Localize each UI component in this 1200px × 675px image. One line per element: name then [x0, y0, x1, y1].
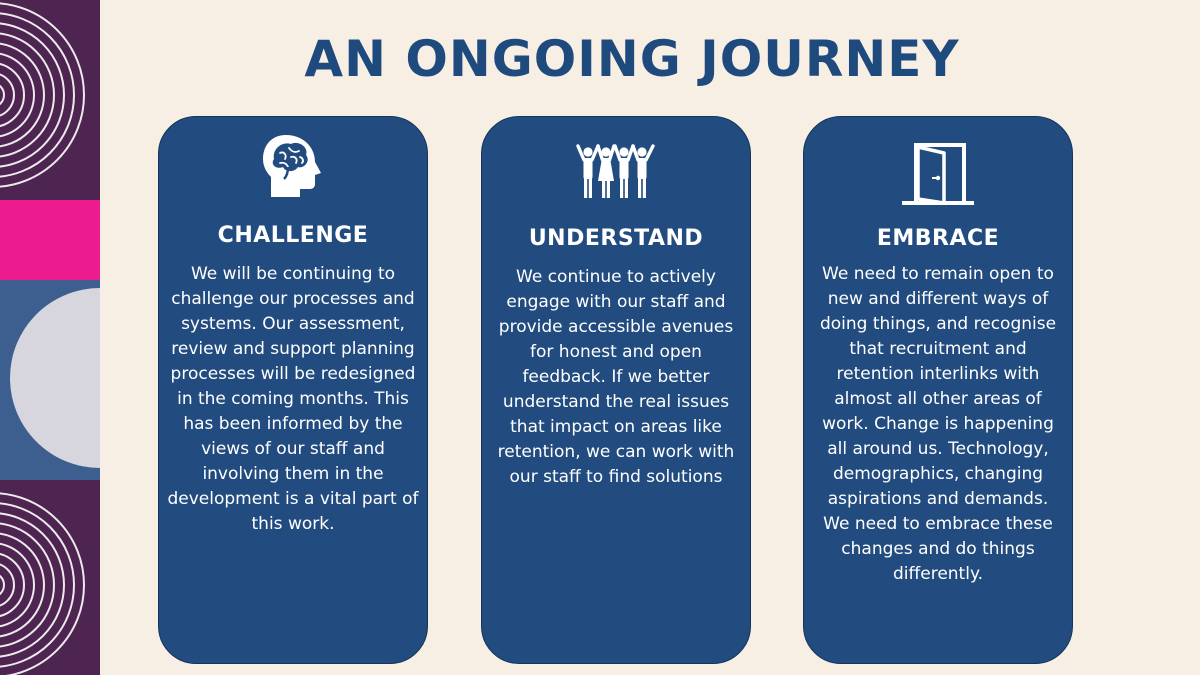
- strip-pink-band: [0, 200, 100, 280]
- card-heading: EMBRACE: [876, 226, 1000, 251]
- card-understand: UNDERSTAND We continue to actively engag…: [481, 116, 751, 664]
- strip-patterns: [0, 2, 100, 675]
- concentric-rings-top: [0, 2, 85, 188]
- head-brain-icon: [159, 131, 427, 203]
- slide-title: AN ONGOING JOURNEY: [304, 30, 960, 88]
- card-body-text: We continue to actively engage with our …: [497, 267, 735, 487]
- people-group-icon: [482, 131, 750, 203]
- decorative-side-strip: [0, 0, 100, 675]
- half-circle-shape: [10, 288, 100, 468]
- card-challenge: CHALLENGE We will be continuing to chall…: [158, 116, 428, 664]
- card-heading: CHALLENGE: [217, 223, 369, 248]
- concentric-rings-bottom: [0, 492, 85, 675]
- card-body-text: We need to remain open to new and differ…: [819, 264, 1057, 584]
- open-door-icon: [804, 131, 1072, 205]
- card-body-text: We will be continuing to challenge our p…: [167, 264, 419, 534]
- card-heading: UNDERSTAND: [528, 226, 704, 251]
- card-embrace: EMBRACE We need to remain open to new an…: [803, 116, 1073, 664]
